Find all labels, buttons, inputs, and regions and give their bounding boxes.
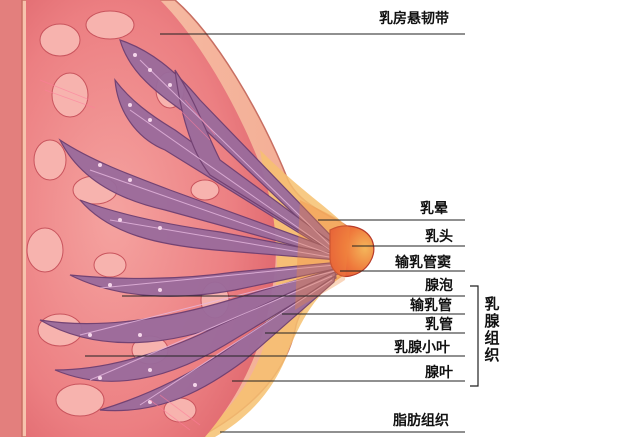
label-adipose-tissue: 脂肪组织 [393, 413, 449, 429]
glandular-lobes [39, 39, 341, 412]
label-lactiferous-duct: 输乳管 [410, 298, 452, 314]
label-lobe: 腺叶 [425, 365, 453, 381]
label-mammary-tissue-group: 乳腺组织 [484, 295, 500, 364]
label-alveolus: 腺泡 [425, 278, 453, 294]
label-suspensory-ligament: 乳房悬韧带 [379, 11, 449, 27]
leader-lines [85, 33, 465, 433]
label-lactiferous-sinus: 输乳管窦 [395, 255, 451, 271]
label-areola: 乳晕 [420, 201, 448, 217]
group-bracket [470, 285, 479, 387]
nipple-shape [329, 225, 375, 278]
areola-shape [295, 200, 350, 310]
duct-highlights [79, 59, 336, 406]
label-nipple: 乳头 [425, 229, 453, 245]
label-milk-duct: 乳管 [425, 317, 453, 333]
chest-wall-shade [0, 0, 26, 437]
alveoli-dots [88, 53, 197, 404]
label-lobule: 乳腺小叶 [394, 340, 450, 356]
ligament-strands [39, 79, 216, 431]
chest-wall [0, 0, 22, 437]
